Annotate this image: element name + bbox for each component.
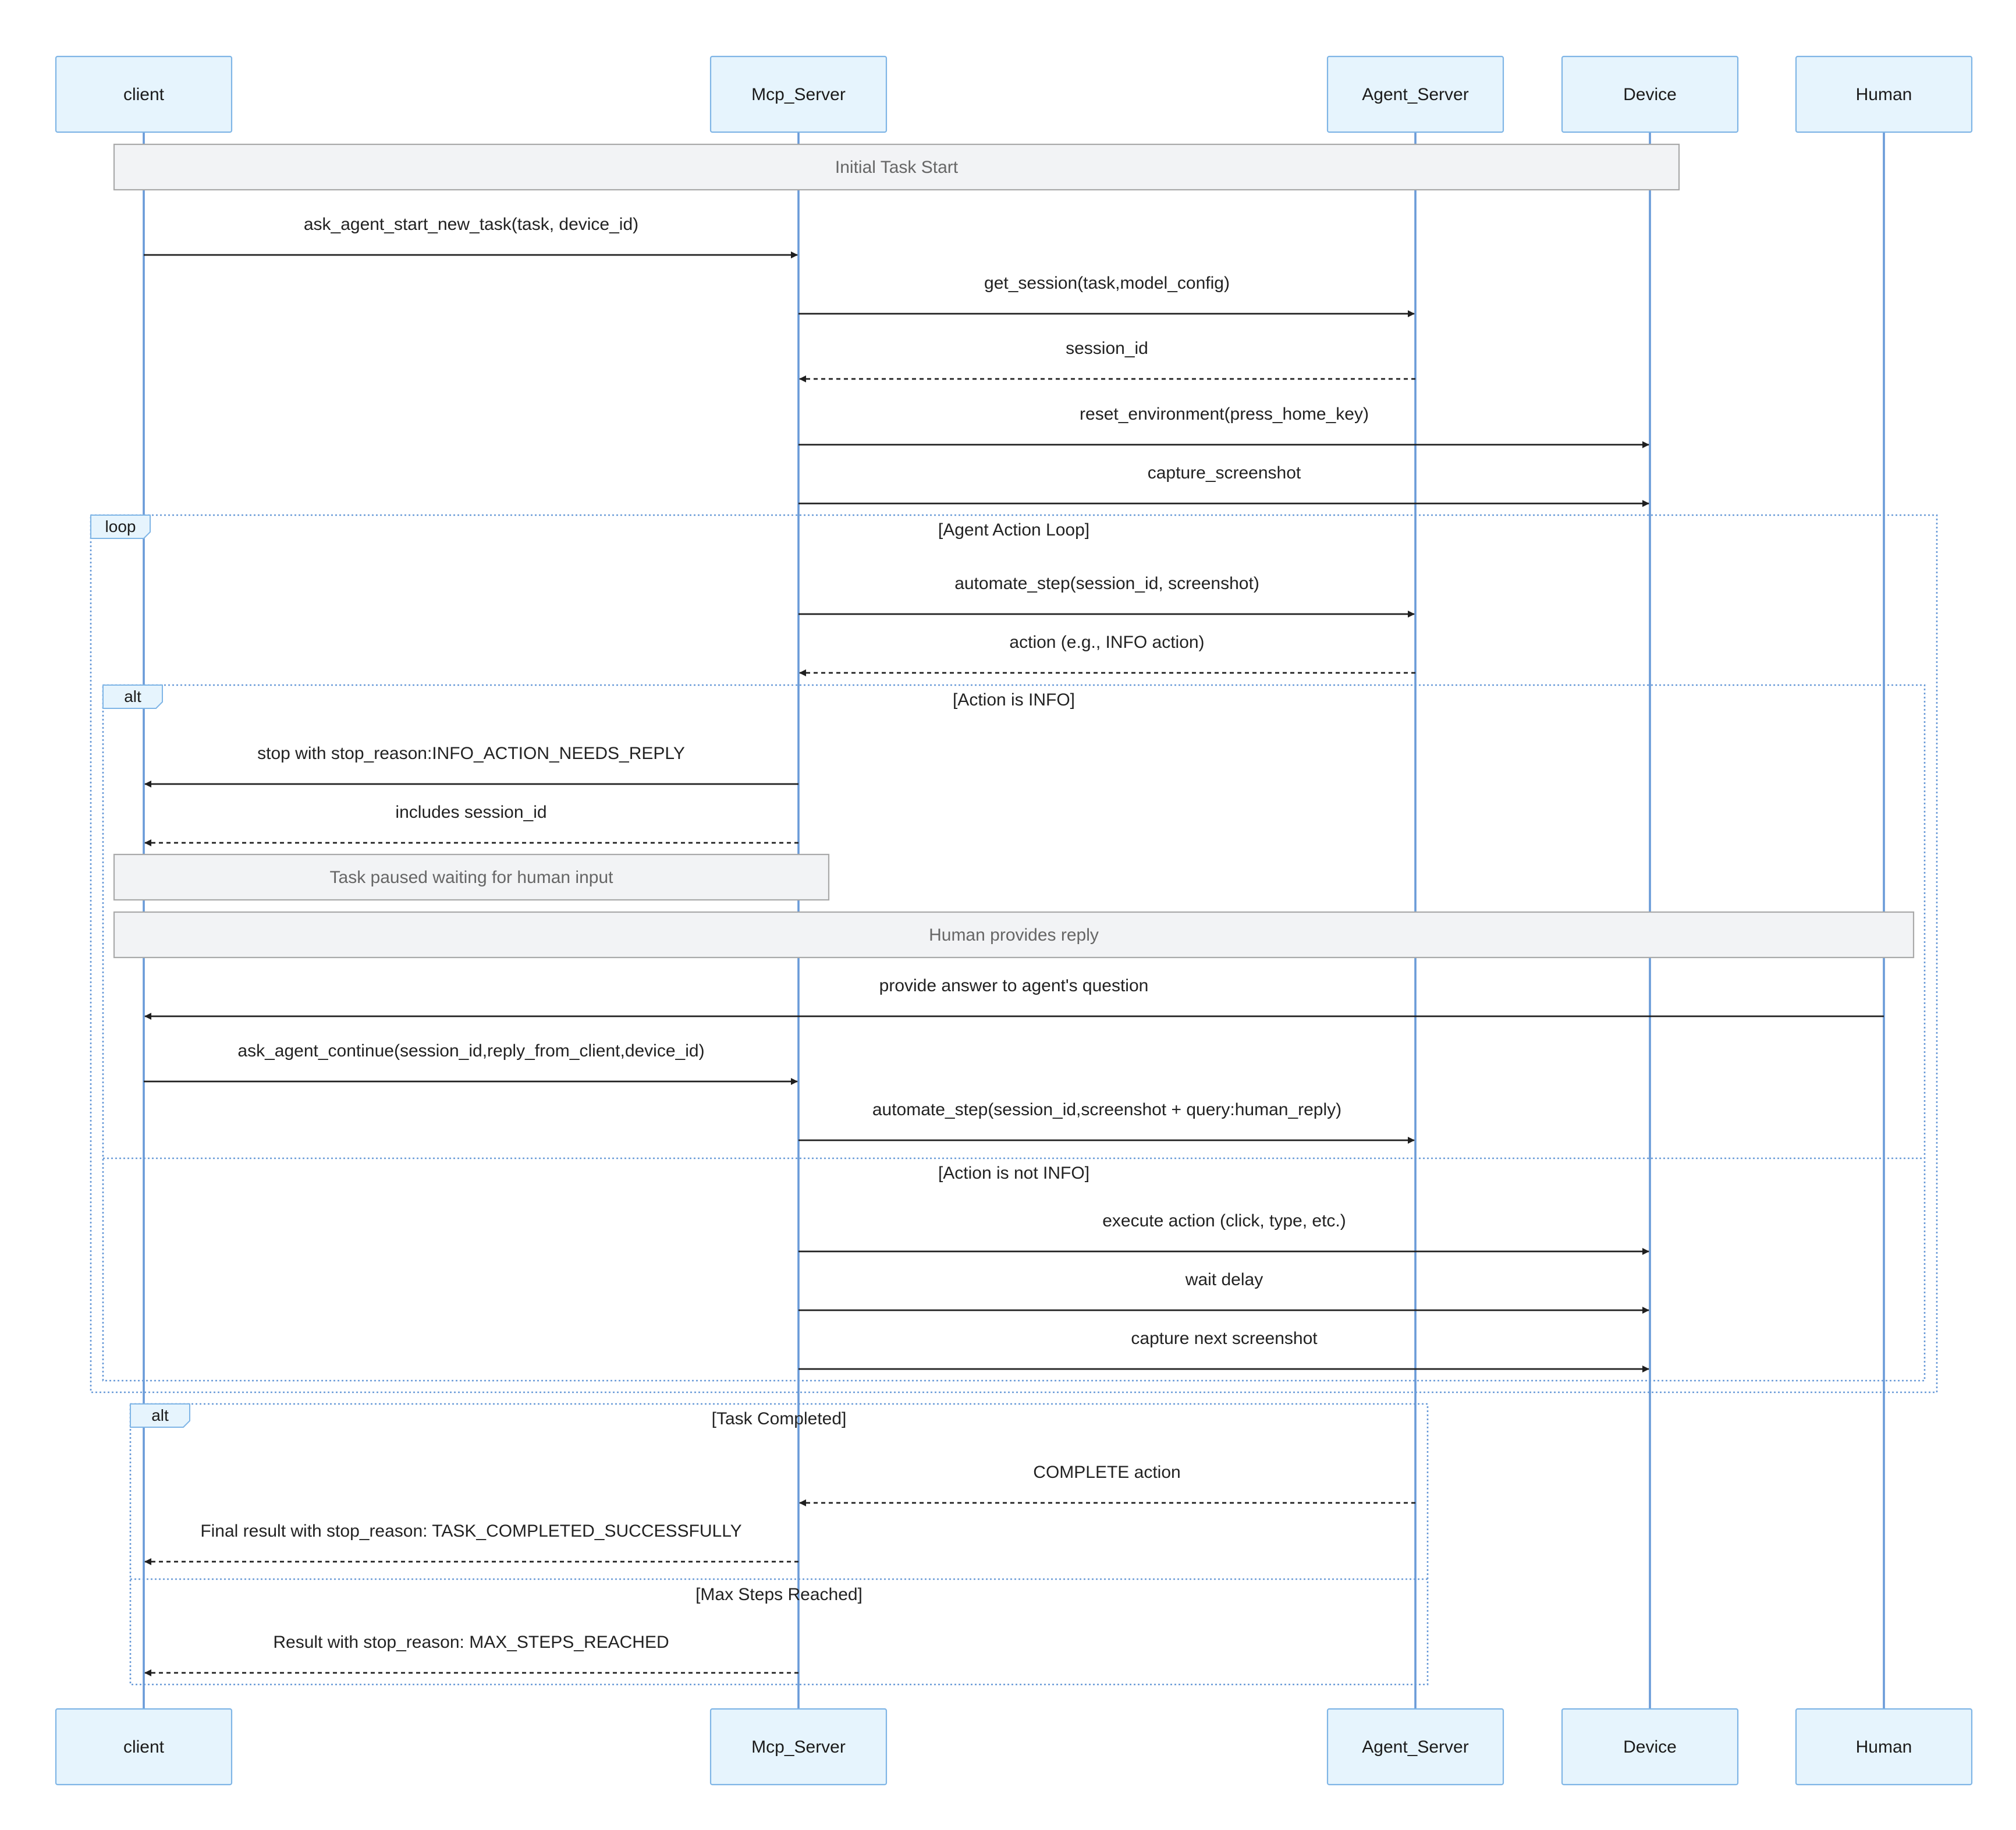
message-label: automate_step(session_id, screenshot) (954, 574, 1259, 593)
message-m4: reset_environment(press_home_key) (798, 405, 1649, 448)
frame-tab (90, 515, 151, 539)
message-label: ask_agent_start_new_task(task, device_id… (304, 215, 638, 234)
message-label: get_session(task,model_config) (984, 274, 1230, 293)
message-m5: capture_screenshot (798, 463, 1649, 507)
actor-client-bottom: client (55, 1708, 233, 1786)
message-m13: execute action (click, type, etc.) (798, 1211, 1649, 1255)
frame-condition: [Action is INFO] (953, 690, 1075, 710)
frame-tab (102, 685, 163, 709)
actor-device-bottom: Device (1561, 1708, 1739, 1786)
message-label: COMPLETE action (1033, 1463, 1180, 1482)
frame-condition: [Max Steps Reached] (695, 1585, 863, 1604)
message-m6: automate_step(session_id, screenshot) (798, 574, 1415, 618)
note-n1: Initial Task Start (113, 143, 1680, 191)
actor-box (55, 1708, 233, 1786)
message-m12: automate_step(session_id,screenshot + qu… (798, 1100, 1415, 1144)
message-label: Result with stop_reason: MAX_STEPS_REACH… (273, 1633, 669, 1652)
frame-kind-label: alt (124, 687, 141, 705)
message-label: action (e.g., INFO action) (1009, 633, 1204, 652)
frame-f_loop: loop [Agent Action Loop] (90, 514, 1938, 1393)
message-label: capture_screenshot (1148, 463, 1301, 483)
frame-tab (130, 1403, 190, 1428)
message-label: reset_environment(press_home_key) (1080, 405, 1369, 424)
message-m16: COMPLETE action (799, 1463, 1415, 1506)
note-text: Task paused waiting for human input (330, 868, 614, 887)
message-label: ask_agent_continue(session_id,reply_from… (237, 1041, 704, 1061)
message-label: wait delay (1185, 1270, 1263, 1289)
frame-condition: [Agent Action Loop] (938, 520, 1089, 540)
message-label: execute action (click, type, etc.) (1102, 1211, 1346, 1230)
actor-label: Human (1856, 1737, 1912, 1757)
note-n2: Task paused waiting for human input (113, 853, 830, 901)
frame-f_alt2: alt [Task Completed] [Max Steps Reached] (129, 1403, 1429, 1686)
actor-box (1795, 55, 1973, 133)
actor-label: Mcp_Server (751, 85, 846, 104)
note-box (113, 143, 1680, 191)
actor-mcp-bottom: Mcp_Server (709, 1708, 888, 1786)
actor-label: Agent_Server (1362, 85, 1468, 104)
actor-agent-top: Agent_Server (1326, 55, 1504, 133)
actor-label: client (123, 85, 165, 104)
actor-device-top: Device (1561, 55, 1739, 133)
message-label: session_id (1066, 339, 1148, 358)
actor-box (1326, 1708, 1504, 1786)
message-m3: session_id (799, 339, 1415, 382)
message-m15: capture next screenshot (798, 1329, 1649, 1373)
message-label: capture next screenshot (1131, 1329, 1318, 1348)
message-m11: ask_agent_continue(session_id,reply_from… (144, 1041, 798, 1085)
actor-label: Device (1623, 1737, 1677, 1757)
actor-label: client (123, 1737, 165, 1757)
actor-box (1561, 1708, 1739, 1786)
frame-border (102, 684, 1926, 1382)
actor-mcp-top: Mcp_Server (709, 55, 888, 133)
actor-box (1795, 1708, 1973, 1786)
frame-condition: [Task Completed] (712, 1409, 847, 1428)
message-label: automate_step(session_id,screenshot + qu… (872, 1100, 1341, 1119)
message-m18: Result with stop_reason: MAX_STEPS_REACH… (144, 1633, 798, 1676)
message-m1: ask_agent_start_new_task(task, device_id… (144, 215, 798, 258)
message-m8: stop with stop_reason:INFO_ACTION_NEEDS_… (144, 744, 798, 788)
note-box (113, 911, 1915, 959)
note-box (113, 853, 830, 901)
actor-label: Agent_Server (1362, 1737, 1468, 1757)
actor-box (55, 55, 233, 133)
actor-box (1561, 55, 1739, 133)
frame-condition: [Action is not INFO] (938, 1164, 1089, 1183)
actor-label: Mcp_Server (751, 1737, 846, 1757)
message-m9: includes session_id (144, 803, 798, 846)
actor-label: Device (1623, 85, 1677, 104)
message-m14: wait delay (798, 1270, 1649, 1314)
actor-box (709, 1708, 888, 1786)
actor-agent-bottom: Agent_Server (1326, 1708, 1504, 1786)
actor-human-top: Human (1795, 55, 1973, 133)
actor-box (709, 55, 888, 133)
frame-f_alt1: alt [Action is INFO] [Action is not INFO] (102, 684, 1926, 1382)
message-label: provide answer to agent's question (879, 976, 1149, 995)
message-label: includes session_id (395, 803, 546, 822)
actor-label: Human (1856, 85, 1912, 104)
frame-kind-label: alt (151, 1406, 169, 1424)
note-n3: Human provides reply (113, 911, 1915, 959)
actor-client-top: client (55, 55, 233, 133)
actor-human-bottom: Human (1795, 1708, 1973, 1786)
message-m2: get_session(task,model_config) (798, 274, 1415, 317)
frame-kind-label: loop (105, 517, 136, 535)
actor-box (1326, 55, 1504, 133)
message-m7: action (e.g., INFO action) (799, 633, 1415, 676)
message-m10: provide answer to agent's question (144, 976, 1884, 1020)
frame-border (129, 1403, 1429, 1686)
message-label: Final result with stop_reason: TASK_COMP… (200, 1522, 741, 1541)
message-label: stop with stop_reason:INFO_ACTION_NEEDS_… (257, 744, 685, 763)
note-text: Human provides reply (929, 925, 1099, 945)
message-m17: Final result with stop_reason: TASK_COMP… (144, 1522, 798, 1565)
note-text: Initial Task Start (835, 158, 959, 177)
frame-border (90, 514, 1938, 1393)
